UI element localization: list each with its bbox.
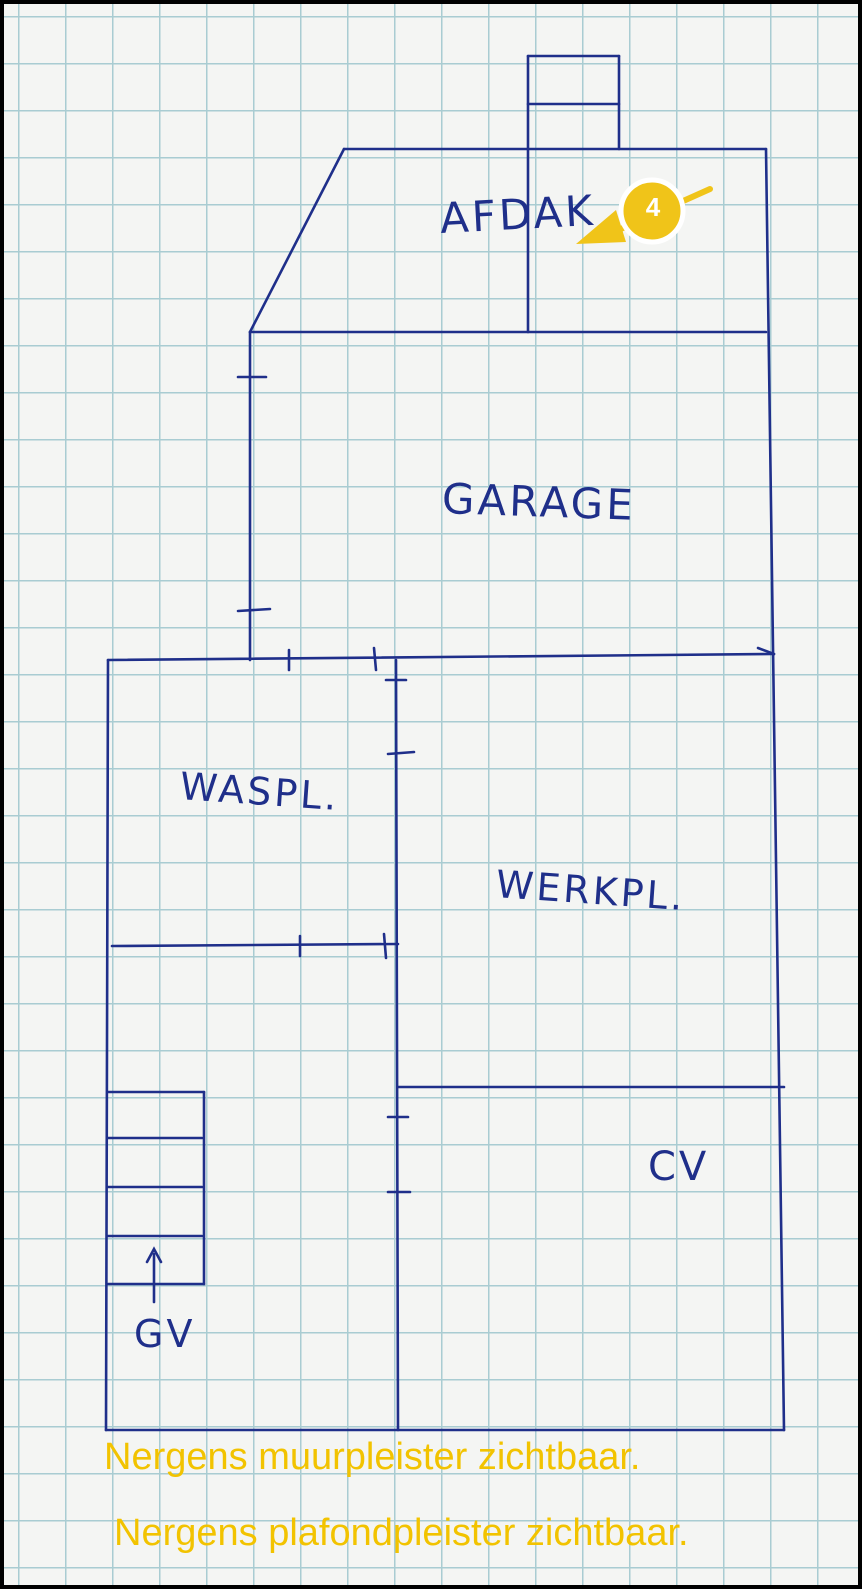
stairs bbox=[106, 1090, 206, 1304]
graph-paper: 4 AFDAK GARAGE WASPL. WERKPL. CV GV Nerg… bbox=[4, 4, 858, 1585]
room-label-garage: GARAGE bbox=[441, 474, 637, 530]
waspl-bottom-wall bbox=[110, 932, 400, 960]
left-exterior-wall bbox=[104, 658, 110, 1432]
garage-left-wall bbox=[236, 330, 272, 662]
right-exterior-wall bbox=[764, 147, 786, 1432]
afdak-outline bbox=[248, 147, 768, 334]
note-wall-plaster: Nergens muurpleister zichtbaar. bbox=[104, 1436, 641, 1478]
marker-number: 4 bbox=[645, 192, 661, 222]
floor-plan-drawing bbox=[104, 54, 786, 1432]
marker-arrow bbox=[576, 177, 713, 245]
room-label-afdak: AFDAK bbox=[438, 185, 597, 243]
garage-bottom-wall bbox=[106, 646, 776, 672]
central-partition bbox=[384, 658, 416, 1432]
room-label-cv: CV bbox=[648, 1144, 710, 1190]
room-label-gv: GV bbox=[134, 1312, 196, 1356]
note-ceiling-plaster: Nergens plafondpleister zichtbaar. bbox=[114, 1512, 689, 1554]
top-structure bbox=[526, 54, 621, 151]
